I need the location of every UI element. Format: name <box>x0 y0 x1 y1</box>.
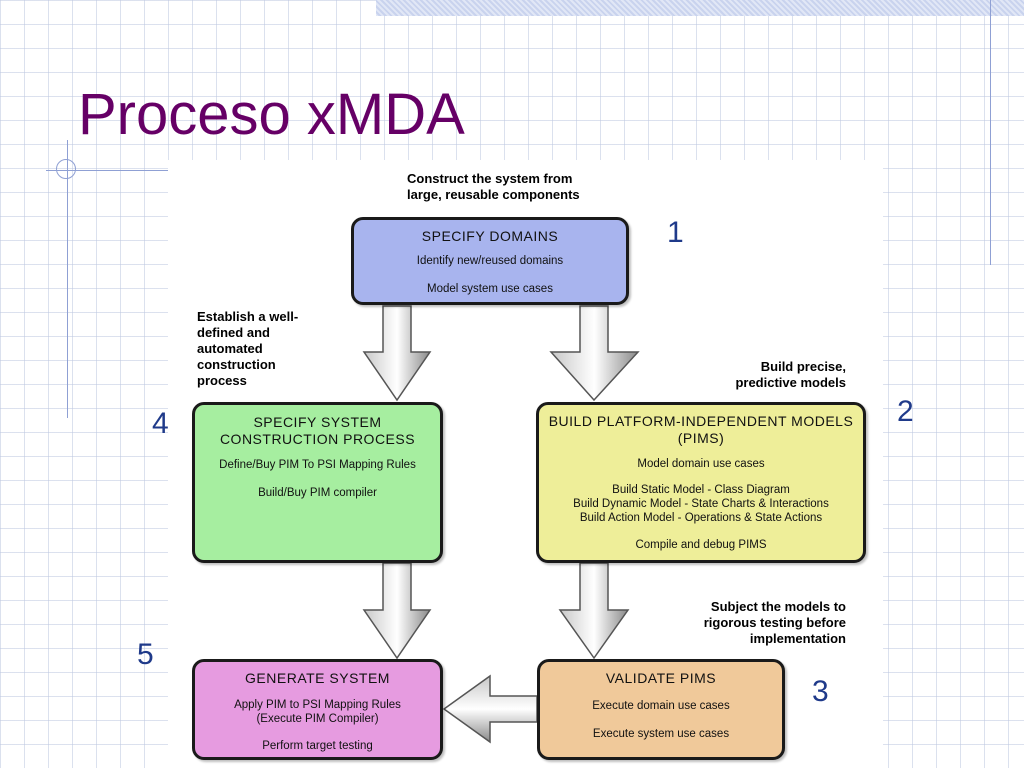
box-generate-system-line: Apply PIM to PSI Mapping Rules <box>234 699 401 711</box>
box-build-pims: BUILD PLATFORM-INDEPENDENT MODELS (PIMS)… <box>536 402 866 563</box>
decorative-title-underline <box>46 170 246 171</box>
box-specify-domains: SPECIFY DOMAINS Identify new/reused doma… <box>351 217 629 305</box>
box-validate-pims-line: Execute domain use cases <box>592 700 730 712</box>
box-generate-system-line: Perform target testing <box>262 740 373 752</box>
box-generate-system-heading: GENERATE SYSTEM <box>245 670 390 686</box>
step-number-1: 1 <box>667 216 684 249</box>
note-subject-testing: Subject the models to rigorous testing b… <box>703 599 846 646</box>
arrow-pims-to-validate <box>558 562 630 660</box>
note-establish-process: Establish a well- defined and automated … <box>197 309 299 388</box>
note-build-models: Build precise, predictive models <box>735 359 846 390</box>
box-specify-process-heading: SPECIFY SYSTEM <box>253 414 382 430</box>
box-build-pims-heading: BUILD PLATFORM-INDEPENDENT MODELS (PIMS) <box>548 413 854 446</box>
box-specify-process-line: Build/Buy PIM compiler <box>258 487 377 499</box>
box-specify-process-line: Define/Buy PIM To PSI Mapping Rules <box>219 459 416 471</box>
step-number-2: 2 <box>897 395 914 428</box>
arrow-domains-to-process <box>362 305 432 402</box>
step-number-5: 5 <box>137 638 154 671</box>
decorative-circle-icon <box>56 159 76 179</box>
box-validate-pims-heading: VALIDATE PIMS <box>605 670 717 686</box>
box-build-pims-line: Build Action Model - Operations & State … <box>579 512 823 524</box>
box-build-pims-line: Build Dynamic Model - State Charts & Int… <box>573 498 829 510</box>
box-specify-domains-line: Identify new/reused domains <box>416 255 564 267</box>
decorative-top-band <box>376 0 1024 16</box>
arrow-validate-to-generate <box>442 674 538 744</box>
note-construct-components: Construct the system from large, reusabl… <box>407 171 580 202</box>
decorative-vertical-line-left <box>67 140 68 418</box>
arrow-process-to-generate <box>362 562 432 660</box>
decorative-vertical-line-right <box>990 0 991 265</box>
box-generate-system: GENERATE SYSTEM Apply PIM to PSI Mapping… <box>192 659 443 760</box>
box-build-pims-line: Compile and debug PIMS <box>635 539 767 551</box>
box-validate-pims: VALIDATE PIMS Execute domain use cases E… <box>537 659 785 760</box>
box-generate-system-line: (Execute PIM Compiler) <box>256 713 379 725</box>
slide-title: Proceso xMDA <box>78 82 465 147</box>
box-specify-process: SPECIFY SYSTEM CONSTRUCTION PROCESS Defi… <box>192 402 443 563</box>
box-specify-process-heading: CONSTRUCTION PROCESS <box>219 431 416 447</box>
box-build-pims-line: Model domain use cases <box>637 458 765 470</box>
step-number-3: 3 <box>812 675 829 708</box>
step-number-4: 4 <box>152 407 169 440</box>
arrow-domains-to-pims <box>549 305 640 402</box>
box-validate-pims-line: Execute system use cases <box>592 728 730 740</box>
box-specify-domains-line: Model system use cases <box>427 283 553 295</box>
box-build-pims-line: Build Static Model - Class Diagram <box>612 484 790 496</box>
box-specify-domains-heading: SPECIFY DOMAINS <box>421 228 559 244</box>
